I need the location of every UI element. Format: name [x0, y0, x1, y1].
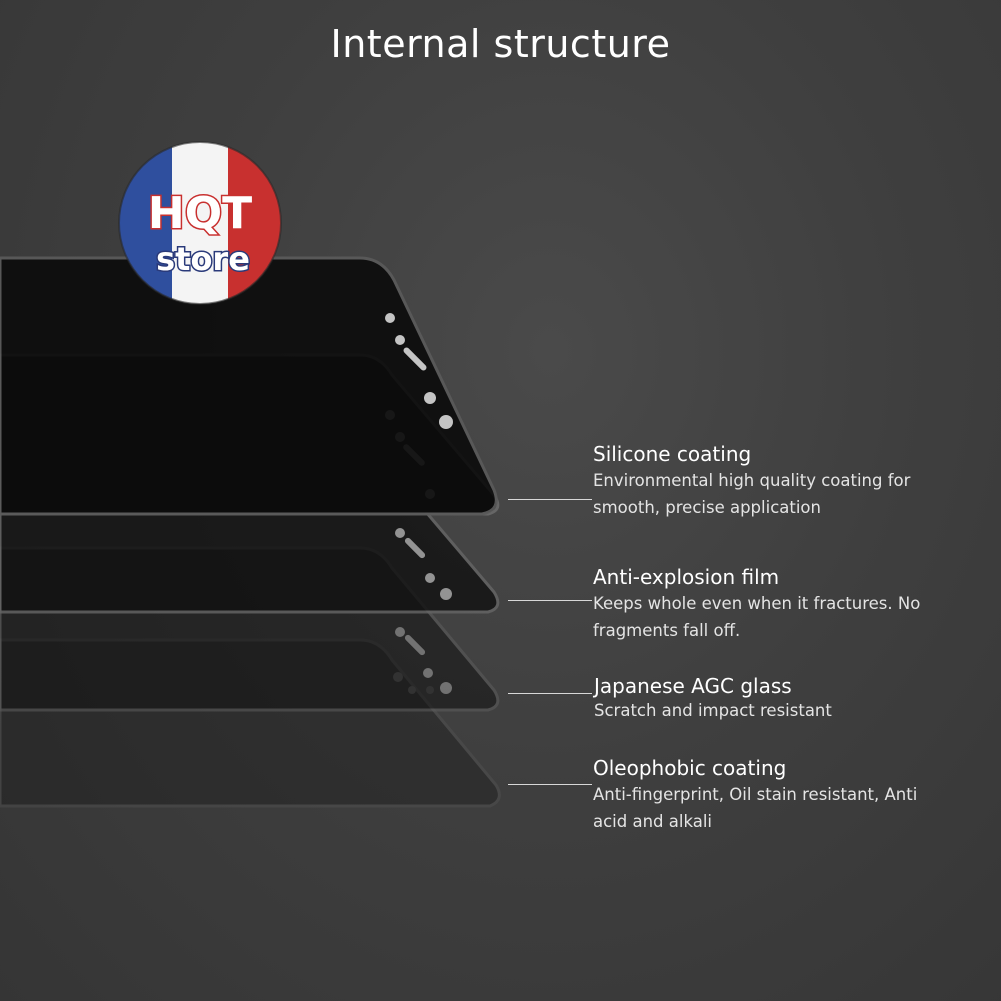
leader-line-anti-explosion: [508, 600, 592, 601]
label-description: Anti-fingerprint, Oil stain resistant, A…: [593, 785, 918, 831]
page-title: Internal structure: [330, 22, 671, 66]
leader-line-silicone: [508, 499, 592, 500]
label-japanese-agc-glass: Japanese AGC glass Scratch and impact re…: [594, 673, 954, 723]
label-title: Silicone coating: [593, 442, 752, 466]
label-description: Scratch and impact resistant: [594, 701, 832, 720]
label-oleophobic-coating: Oleophobic coating Anti-fingerprint, Oil…: [593, 755, 953, 835]
leader-line-oleophobic: [508, 784, 592, 785]
leader-line-agc-glass: [508, 693, 592, 694]
label-title: Japanese AGC glass: [594, 674, 792, 698]
logo-text-line2: store: [156, 240, 250, 278]
label-title: Anti-explosion film: [593, 565, 780, 589]
layer-silicone-coating: [0, 256, 498, 516]
logo-text-line1: HQT: [148, 188, 252, 239]
label-title: Oleophobic coating: [593, 756, 787, 780]
label-description: Keeps whole even when it fractures. No f…: [593, 594, 921, 640]
label-description: Environmental high quality coating for s…: [593, 471, 911, 517]
label-silicone-coating: Silicone coating Environmental high qual…: [593, 441, 953, 521]
hqt-store-logo: HQT store: [118, 141, 282, 305]
label-anti-explosion-film: Anti-explosion film Keeps whole even whe…: [593, 564, 973, 644]
